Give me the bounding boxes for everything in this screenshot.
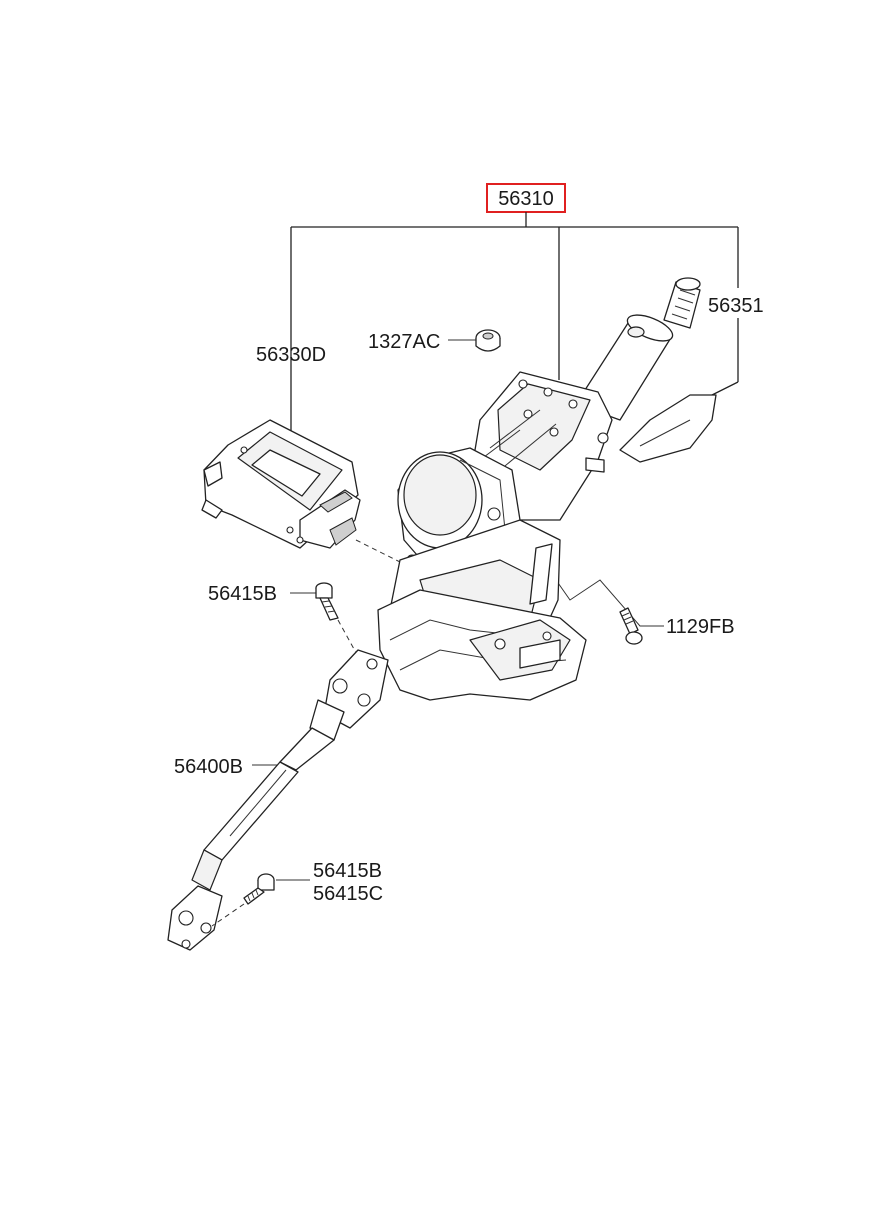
label-1129fb[interactable]: 1129FB [666,616,735,638]
label-56415b-top[interactable]: 56415B [208,583,277,605]
label-56415c[interactable]: 56415C [313,883,383,905]
bolt-1129fb-part [619,607,643,645]
label-56330d[interactable]: 56330D [256,344,326,366]
label-56351[interactable]: 56351 [708,295,764,317]
label-56415b-bottom[interactable]: 56415B [313,860,382,882]
callout-56310[interactable]: 56310 [486,183,566,213]
nut-part [475,329,501,352]
label-56400b[interactable]: 56400B [174,756,243,778]
bolt-56415b-top-part [315,582,361,661]
intermediate-shaft-part [167,649,389,951]
ecu-module-part [201,419,413,569]
label-1327ac[interactable]: 1327AC [368,331,440,353]
label-56310[interactable]: 56310 [498,188,554,210]
steering-column-part [377,277,717,701]
bolt-56415b-bottom-part [211,873,275,927]
label-leader-lines [252,339,664,881]
